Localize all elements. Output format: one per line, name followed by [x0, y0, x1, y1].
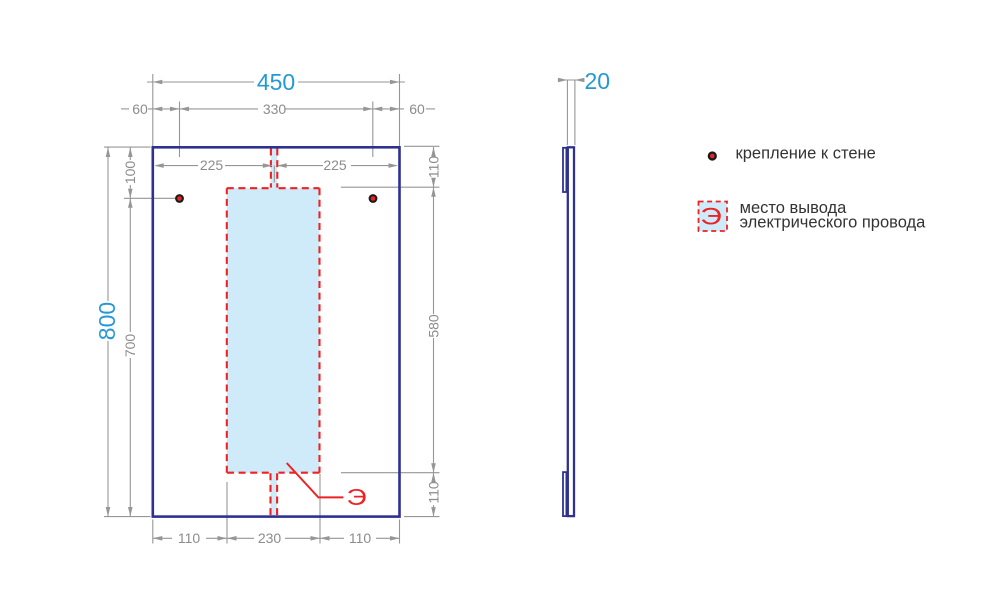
svg-text:крепление к стене: крепление к стене: [736, 145, 876, 163]
svg-text:20: 20: [585, 68, 611, 94]
svg-text:110: 110: [425, 481, 441, 504]
svg-text:110: 110: [425, 156, 441, 179]
svg-text:60: 60: [409, 101, 425, 117]
svg-text:100: 100: [122, 161, 138, 185]
svg-text:110: 110: [178, 530, 201, 546]
svg-text:225: 225: [323, 157, 347, 173]
svg-text:580: 580: [425, 314, 441, 338]
svg-text:700: 700: [122, 334, 138, 358]
svg-text:Э: Э: [347, 485, 367, 510]
svg-text:230: 230: [258, 530, 282, 546]
svg-text:450: 450: [257, 69, 295, 95]
svg-text:800: 800: [94, 302, 120, 340]
svg-text:место вывода: место вывода: [740, 199, 848, 217]
svg-text:электрического провода: электрического провода: [740, 213, 927, 231]
svg-text:60: 60: [132, 101, 148, 117]
svg-text:330: 330: [263, 101, 287, 117]
svg-text:110: 110: [349, 530, 372, 546]
svg-text:225: 225: [200, 157, 224, 173]
svg-text:Э: Э: [700, 203, 722, 230]
